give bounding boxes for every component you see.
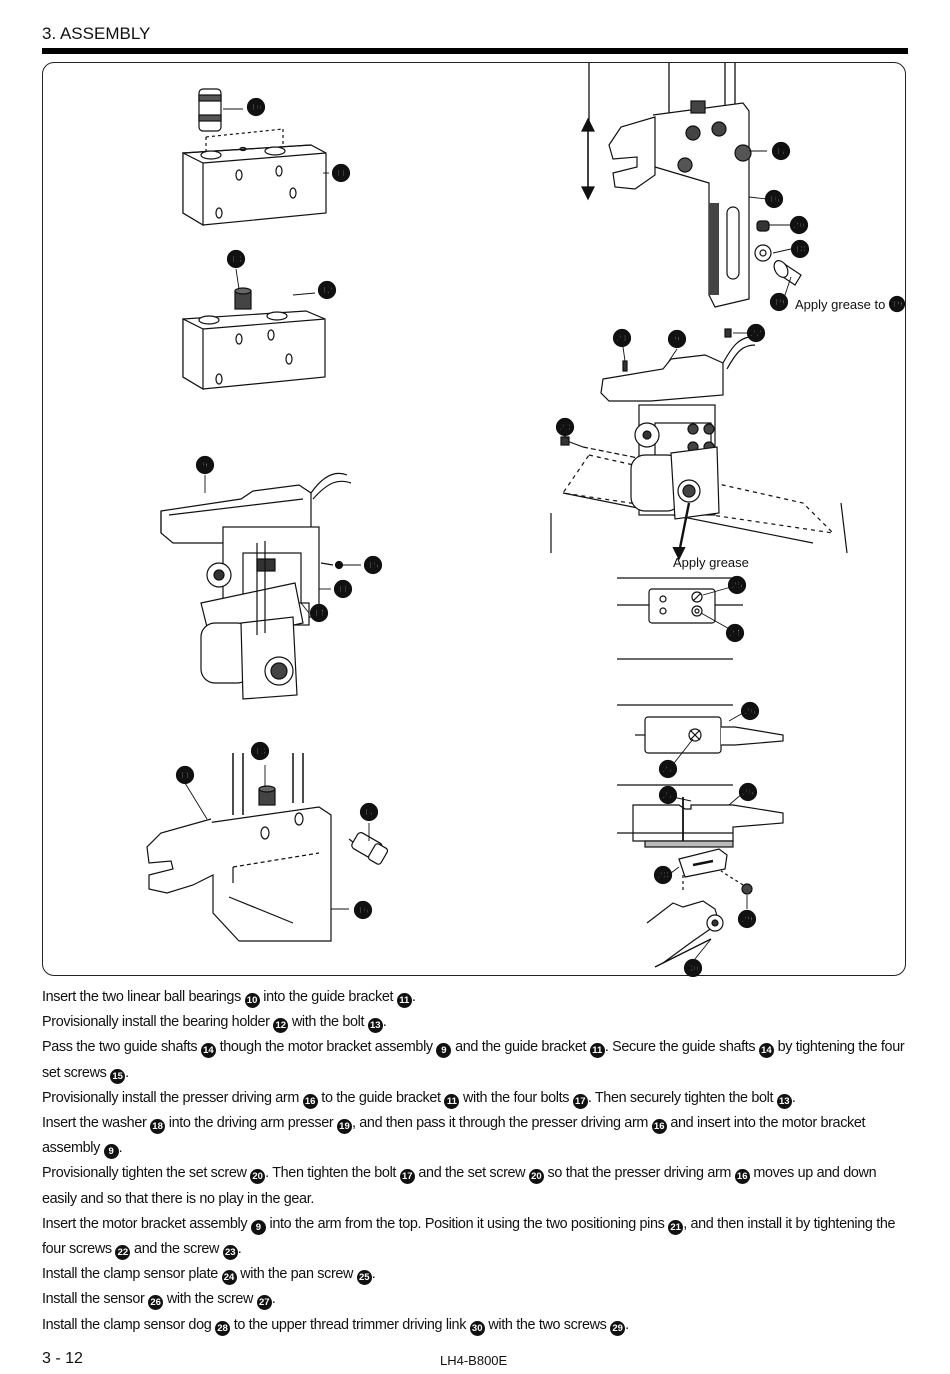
label-motor-bracket-right: 9 <box>667 329 687 349</box>
instruction-3: Pass the two guide shafts 14 though the … <box>42 1039 905 1084</box>
svg-text:30: 30 <box>687 964 699 975</box>
svg-text:26: 26 <box>742 788 754 799</box>
svg-text:20: 20 <box>793 221 805 232</box>
clamp-sensor-dog-drawing <box>646 848 753 968</box>
label-apply-grease-target: 19 <box>888 295 906 313</box>
svg-text:11: 11 <box>338 585 349 596</box>
label-bearing: 10 <box>246 97 266 117</box>
svg-text:19: 19 <box>891 300 903 311</box>
sensor-drawing <box>617 704 784 848</box>
svg-text:10: 10 <box>250 103 262 114</box>
svg-text:15: 15 <box>367 561 379 572</box>
manual-code: LH4-B800E <box>440 1353 508 1368</box>
apply-grease-callout: Apply grease <box>673 555 749 570</box>
linear-ball-bearing-drawing <box>198 88 222 132</box>
presser-driving-arm-upper-drawing <box>581 63 802 308</box>
svg-text:9: 9 <box>202 461 208 472</box>
label-bolt-13-top: 13 <box>226 249 246 269</box>
assembly-instructions: Insert the two linear ball bearings 10 i… <box>42 985 910 1338</box>
label-bolt-17-bottom: 17 <box>359 802 379 822</box>
svg-text:25: 25 <box>731 581 743 592</box>
svg-text:11: 11 <box>336 169 347 180</box>
apply-grease-to-callout: Apply grease to <box>795 297 885 312</box>
page-number: 3 - 12 <box>42 1350 83 1367</box>
svg-text:21: 21 <box>616 334 628 345</box>
instruction-10: Install the clamp sensor dog 28 to the u… <box>42 1316 629 1336</box>
label-sensor-bottom: 26 <box>738 782 758 802</box>
label-driving-arm-presser: 19 <box>769 292 789 312</box>
svg-text:13: 13 <box>230 255 242 266</box>
label-screw-27-top: 27 <box>658 759 678 779</box>
svg-text:14: 14 <box>313 609 325 620</box>
label-bolt-13-bottom: 13 <box>250 741 270 761</box>
svg-text:27: 27 <box>662 765 674 776</box>
instruction-8: Install the clamp sensor plate 24 with t… <box>42 1266 376 1286</box>
instruction-4: Provisionally install the presser drivin… <box>42 1089 796 1109</box>
instruction-6: Provisionally tighten the set screw 20. … <box>42 1165 877 1207</box>
label-pan-screw: 25 <box>727 575 747 595</box>
instruction-1: Insert the two linear ball bearings 10 i… <box>42 989 416 1008</box>
label-presser-arm-top: 16 <box>764 189 784 209</box>
svg-text:17: 17 <box>363 808 375 819</box>
instruction-7: Insert the motor bracket assembly 9 into… <box>42 1215 896 1261</box>
label-guide-shaft: 14 <box>309 603 329 623</box>
instruction-9: Install the sensor 26 with the screw 27. <box>42 1291 276 1311</box>
svg-text:9: 9 <box>674 335 680 346</box>
svg-text:18: 18 <box>794 245 806 256</box>
assembly-illustration: 10 11 13 12 9 15 11 14 13 11 17 16 17 16… <box>42 62 906 977</box>
svg-text:27: 27 <box>662 791 674 802</box>
label-bearing-holder: 12 <box>317 280 337 300</box>
guide-bracket-block-drawing <box>182 128 327 227</box>
instruction-2: Provisionally install the bearing holder… <box>42 1014 387 1034</box>
label-trimmer-link: 30 <box>683 958 703 977</box>
instruction-5: Insert the washer 18 into the driving ar… <box>42 1115 866 1160</box>
label-guide-bracket-bottom: 11 <box>175 765 195 785</box>
label-guide-bracket-top: 11 <box>331 163 351 183</box>
svg-text:24: 24 <box>729 629 741 640</box>
label-screw-29: 29 <box>737 909 757 929</box>
svg-text:11: 11 <box>180 771 191 782</box>
svg-text:17: 17 <box>775 147 787 158</box>
svg-text:26: 26 <box>744 707 756 718</box>
bearing-holder-drawing <box>182 287 326 391</box>
presser-driving-arm-lower-drawing <box>146 753 389 942</box>
section-title: 3. ASSEMBLY <box>42 24 151 43</box>
svg-text:22: 22 <box>750 329 762 340</box>
svg-text:16: 16 <box>768 195 780 206</box>
leader-lines <box>184 108 792 960</box>
svg-text:28: 28 <box>657 871 669 882</box>
label-clamp-sensor-plate: 24 <box>725 623 745 643</box>
svg-text:29: 29 <box>741 915 753 926</box>
label-screw-27-bottom: 27 <box>658 785 678 805</box>
svg-text:23: 23 <box>559 423 571 434</box>
svg-text:12: 12 <box>321 286 333 297</box>
label-screw-23: 23 <box>555 417 575 437</box>
svg-text:19: 19 <box>773 298 785 309</box>
svg-text:13: 13 <box>254 747 266 758</box>
label-guide-bracket-mid: 11 <box>333 579 353 599</box>
motor-bracket-assembly-drawing <box>160 472 352 700</box>
label-screw-22: 22 <box>746 323 766 343</box>
label-positioning-pin: 21 <box>612 328 632 348</box>
header-rule <box>42 48 908 54</box>
label-clamp-sensor-dog: 28 <box>653 865 673 885</box>
label-set-screw-20: 20 <box>789 215 809 235</box>
label-sensor-top: 26 <box>740 701 760 721</box>
label-motor-bracket-left: 9 <box>195 455 215 475</box>
label-presser-arm-bottom: 16 <box>353 900 373 920</box>
label-set-screw: 15 <box>363 555 383 575</box>
motor-bracket-install-drawing <box>550 328 848 561</box>
label-bolt-17-top: 17 <box>771 141 791 161</box>
clamp-sensor-plate-drawing <box>617 577 743 660</box>
svg-text:16: 16 <box>357 906 369 917</box>
label-washer: 18 <box>790 239 810 259</box>
